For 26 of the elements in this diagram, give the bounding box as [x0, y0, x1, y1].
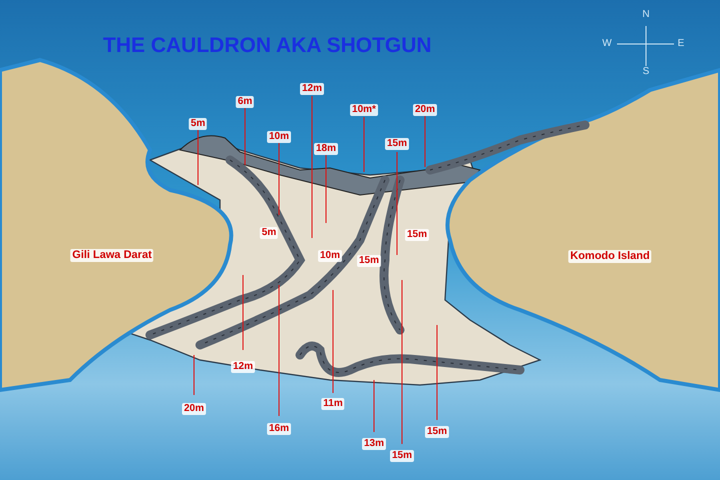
depth-label: 15m [357, 255, 381, 267]
depth-label: 5m [188, 118, 208, 130]
depth-label: 5m [260, 227, 278, 239]
compass-direction: N [642, 10, 650, 20]
depth-label: 12m [300, 83, 324, 95]
depth-label: 12m [231, 361, 255, 373]
depth-label: 15m [425, 426, 449, 438]
compass-direction: W [602, 39, 612, 49]
depth-label: 20m [413, 104, 437, 116]
island-name: Gili Lawa Darat [70, 249, 154, 262]
depth-label: 16m [267, 423, 291, 435]
island-name: Komodo Island [568, 250, 652, 263]
depth-label: 20m [182, 403, 206, 415]
map-title: THE CAULDRON AKA SHOTGUN [103, 34, 432, 58]
depth-label: 10m [318, 250, 342, 262]
depth-label: 10m [267, 131, 291, 143]
compass-direction: E [678, 39, 684, 49]
depth-label: 15m [385, 138, 409, 150]
depth-label: 18m [314, 143, 338, 155]
depth-label: 13m [362, 438, 386, 450]
compass-direction: S [642, 67, 650, 77]
depth-label: 6m [236, 96, 254, 108]
depth-label: 10m* [350, 104, 378, 116]
depth-label: 11m [321, 398, 345, 410]
depth-label: 15m [390, 450, 414, 462]
depth-label: 15m [405, 229, 429, 241]
